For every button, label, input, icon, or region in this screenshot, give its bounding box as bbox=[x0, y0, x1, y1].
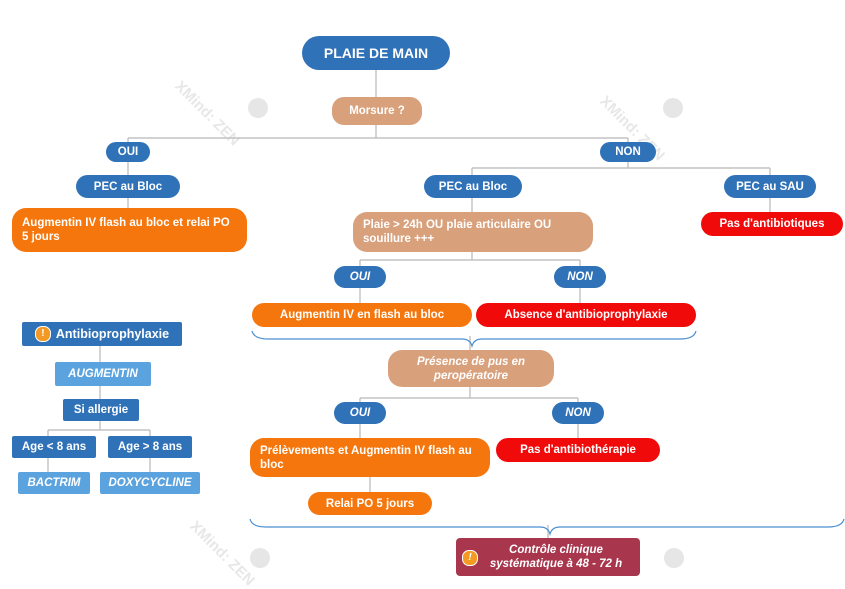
legend-doxycycline: DOXYCYCLINE bbox=[100, 472, 200, 494]
legend-title: ! Antibioprophylaxie bbox=[22, 322, 182, 346]
legend-age-lt-8: Age < 8 ans bbox=[12, 436, 96, 458]
absence-antibioprophylaxie: Absence d'antibioprophylaxie bbox=[476, 303, 696, 327]
controle-clinique: ! Contrôle clinique systématique à 48 - … bbox=[456, 538, 640, 576]
legend-si-allergie: Si allergie bbox=[63, 399, 139, 421]
watermark-plus-icon bbox=[248, 98, 268, 118]
pec-sau: PEC au SAU bbox=[724, 175, 816, 198]
answer-oui-pus: OUI bbox=[334, 402, 386, 424]
legend-augmentin: AUGMENTIN bbox=[55, 362, 151, 386]
augmentin-flash: Augmentin IV en flash au bloc bbox=[252, 303, 472, 327]
controle-clinique-label: Contrôle clinique systématique à 48 - 72… bbox=[489, 544, 623, 570]
answer-non: NON bbox=[600, 142, 656, 162]
pas-antibiotherapie: Pas d'antibiothérapie bbox=[496, 438, 660, 462]
legend-title-label: Antibioprophylaxie bbox=[55, 327, 170, 341]
warning-icon: ! bbox=[462, 550, 478, 566]
warning-icon: ! bbox=[34, 326, 51, 342]
watermark-plus-icon bbox=[250, 548, 270, 568]
root-node: PLAIE DE MAIN bbox=[302, 36, 450, 70]
question-pus: Présence de pus en peropératoire bbox=[388, 350, 554, 387]
answer-non-plaie: NON bbox=[554, 266, 606, 288]
answer-oui: OUI bbox=[106, 142, 150, 162]
question-morsure: Morsure ? bbox=[332, 97, 422, 125]
watermark-plus-icon bbox=[663, 98, 683, 118]
watermark-plus-icon bbox=[664, 548, 684, 568]
legend-bactrim: BACTRIM bbox=[18, 472, 90, 494]
augmentin-flash-relai: Augmentin IV flash au bloc et relai PO 5… bbox=[12, 208, 247, 252]
pas-antibiotiques: Pas d'antibiotiques bbox=[701, 212, 843, 236]
pec-bloc-left: PEC au Bloc bbox=[76, 175, 180, 198]
answer-oui-plaie: OUI bbox=[334, 266, 386, 288]
question-plaie: Plaie > 24h OU plaie articulaire OU soui… bbox=[353, 212, 593, 252]
pec-bloc-right: PEC au Bloc bbox=[424, 175, 522, 198]
relai-po: Relai PO 5 jours bbox=[308, 492, 432, 515]
prelevements-augmentin: Prélèvements et Augmentin IV flash au bl… bbox=[250, 438, 490, 477]
legend-age-gt-8: Age > 8 ans bbox=[108, 436, 192, 458]
answer-non-pus: NON bbox=[552, 402, 604, 424]
